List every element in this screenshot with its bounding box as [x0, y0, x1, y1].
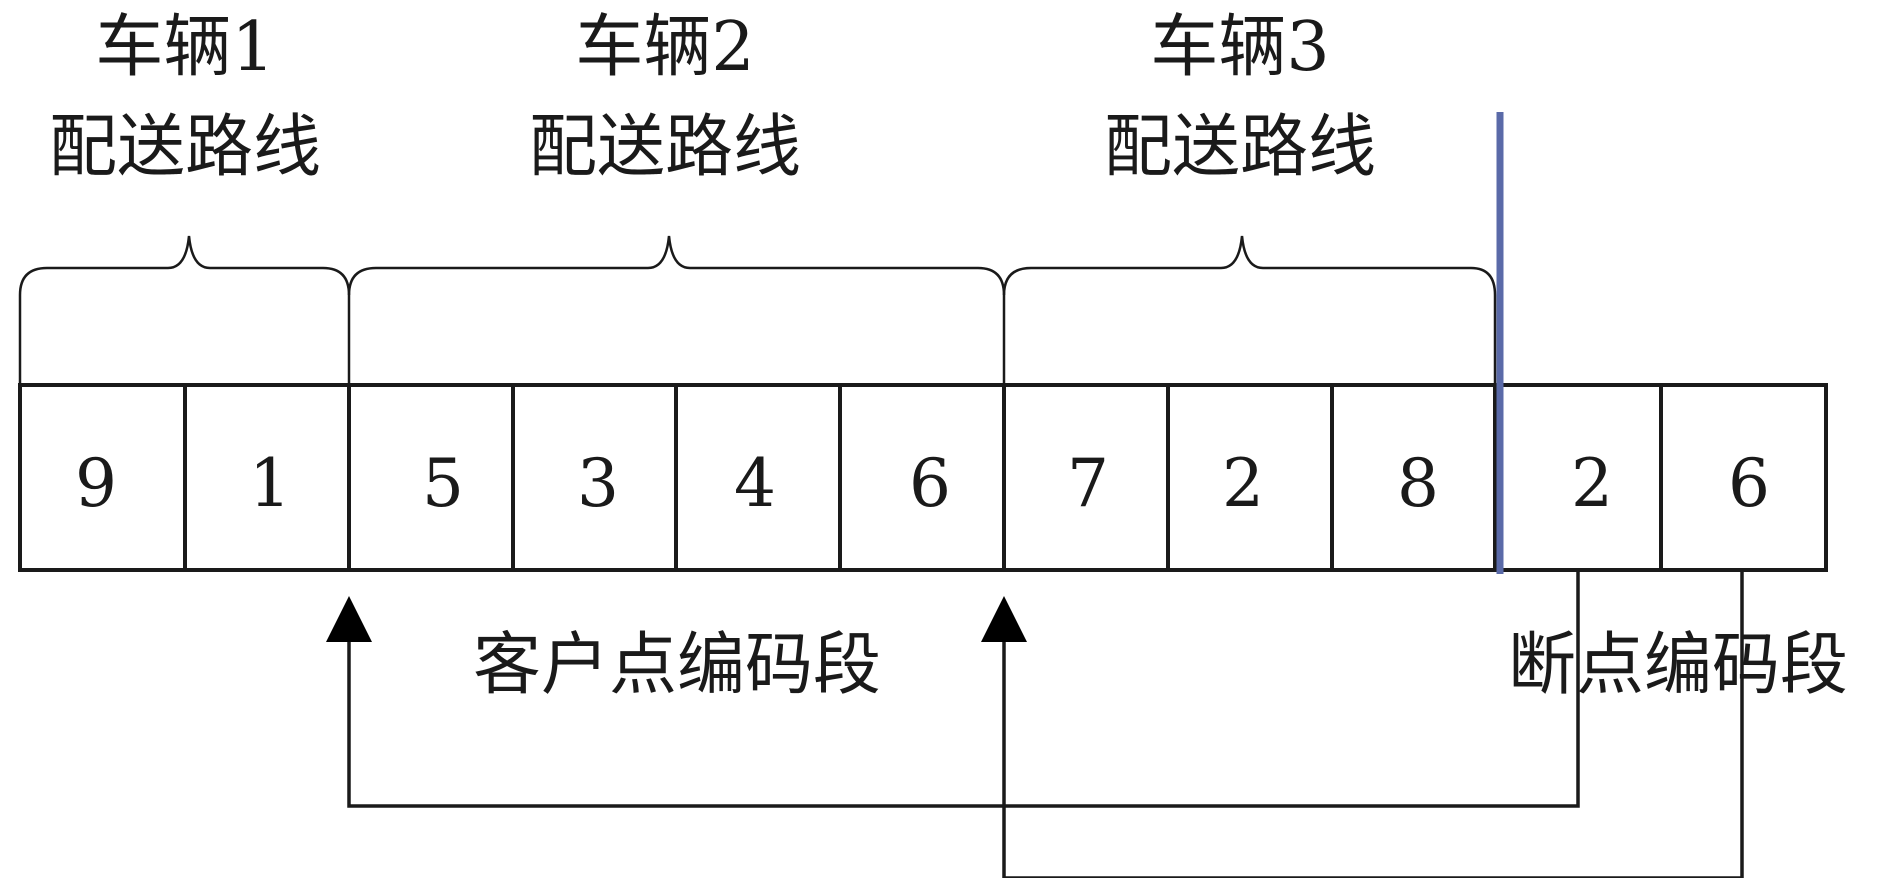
route-1-vehicle: 车辆1: [95, 8, 274, 87]
cell-11-value: 6: [1728, 445, 1770, 522]
cell-2: 1: [183, 383, 351, 572]
cell-5-value: 4: [734, 445, 776, 522]
arrow-up-icon: [326, 596, 372, 642]
route-2-brace: [347, 235, 1006, 385]
encoding-cells: 9 1 5 3 4 6 7 2: [18, 383, 1828, 572]
cell-7-value: 7: [1067, 445, 1109, 522]
cell-2-value: 1: [249, 445, 291, 522]
cell-6: 6: [838, 383, 1006, 572]
cell-1-value: 9: [75, 445, 117, 522]
cell-6-value: 6: [909, 445, 951, 522]
cell-1: 9: [18, 383, 187, 572]
arrow-up-icon: [981, 596, 1027, 642]
cell-5: 4: [674, 383, 842, 572]
cell-9: 8: [1330, 383, 1497, 572]
breakpoint-segment-label: 断点编码段: [1508, 626, 1848, 705]
cell-3-value: 5: [422, 445, 464, 522]
cell-10: 2: [1493, 383, 1663, 572]
cell-4: 3: [511, 383, 678, 572]
breakpoint-2-connector: [1002, 570, 1744, 878]
route-1-label: 配送路线: [49, 108, 321, 187]
route-3-label: 配送路线: [1104, 108, 1376, 187]
cell-8-value: 2: [1222, 445, 1264, 522]
cell-10-value: 2: [1571, 445, 1613, 522]
cell-4-value: 3: [577, 445, 619, 522]
route-1-brace: [18, 235, 351, 385]
route-label-1: 车辆1 配送路线: [49, 8, 321, 187]
cell-8: 2: [1166, 383, 1334, 572]
customer-segment-label: 客户点编码段: [473, 626, 881, 705]
route-3-vehicle: 车辆3: [1150, 8, 1329, 87]
route-2-label: 配送路线: [529, 108, 801, 187]
cell-7: 7: [1002, 383, 1170, 572]
cell-9-value: 8: [1397, 445, 1439, 522]
cell-11: 6: [1659, 383, 1828, 572]
route-label-3: 车辆3 配送路线: [1104, 8, 1376, 187]
cell-3: 5: [347, 383, 515, 572]
breakpoint-1-connector: [347, 570, 1580, 808]
route-2-vehicle: 车辆2: [575, 8, 754, 87]
route-3-brace: [1002, 235, 1497, 385]
route-label-2: 车辆2 配送路线: [529, 8, 801, 187]
